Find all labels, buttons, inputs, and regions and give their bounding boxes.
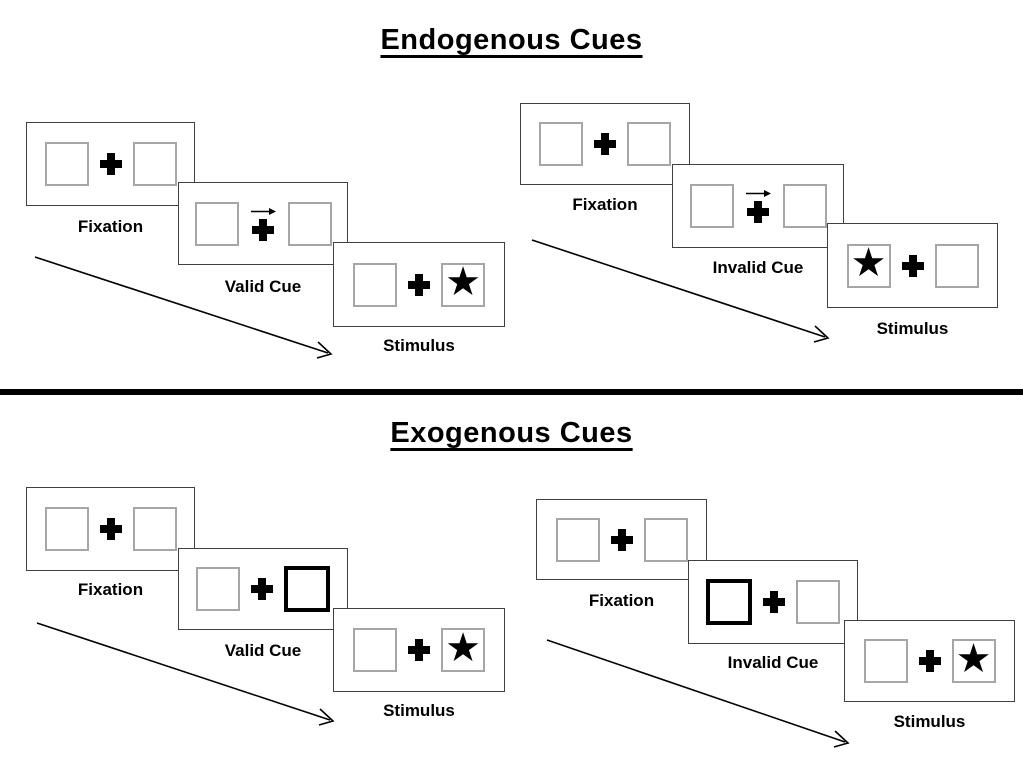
panel-stimulus: ★ bbox=[844, 620, 1015, 702]
fixation-cross-icon bbox=[251, 578, 273, 600]
star-icon: ★ bbox=[955, 635, 992, 682]
frame-label: Invalid Cue bbox=[712, 258, 804, 277]
placeholder-box-right: ★ bbox=[441, 628, 485, 672]
placeholder-box-right: ★ bbox=[951, 635, 996, 683]
fixation-cross-icon bbox=[99, 518, 122, 540]
panel-invalid-cue bbox=[672, 164, 844, 248]
section-title-exogenous: Exogenous Cues bbox=[390, 417, 633, 449]
panel-stimulus: ★ bbox=[333, 608, 505, 692]
placeholder-box-left bbox=[196, 567, 240, 611]
panel-stimulus: ★ bbox=[827, 223, 998, 308]
placeholder-box-left bbox=[353, 262, 397, 307]
placeholder-box-right bbox=[627, 122, 671, 166]
section-title-endogenous: Endogenous Cues bbox=[380, 24, 643, 56]
cue-arrow-icon bbox=[745, 190, 771, 197]
placeholder-box-left bbox=[863, 639, 908, 683]
fixation-cross-icon bbox=[610, 528, 633, 551]
placeholder-box-right bbox=[782, 184, 827, 228]
placeholder-box-left bbox=[44, 507, 89, 551]
panel-valid-cue bbox=[178, 548, 348, 630]
placeholder-box-right bbox=[132, 507, 177, 551]
timeline-arrow bbox=[546, 639, 850, 748]
placeholder-box-left bbox=[194, 201, 239, 246]
frame-label: Fixation bbox=[77, 217, 144, 236]
placeholder-box-left: ★ bbox=[846, 240, 891, 288]
placeholder-box-left bbox=[555, 517, 600, 562]
placeholder-box-right bbox=[796, 580, 840, 624]
placeholder-box-left bbox=[44, 142, 89, 186]
star-icon: ★ bbox=[445, 259, 481, 305]
placeholder-box-right bbox=[934, 243, 979, 288]
placeholder-box-right bbox=[643, 517, 688, 562]
frame-label: Stimulus bbox=[383, 336, 455, 355]
placeholder-box-left bbox=[539, 122, 583, 166]
fixation-cross-icon bbox=[747, 201, 769, 223]
star-icon: ★ bbox=[445, 624, 481, 671]
timeline-arrow bbox=[36, 622, 335, 726]
central-cue bbox=[745, 189, 772, 223]
frame-label: Stimulus bbox=[876, 319, 949, 338]
frame-label: Fixation bbox=[572, 195, 638, 214]
frame-label: Stimulus bbox=[893, 712, 966, 731]
cue-box-right bbox=[284, 566, 330, 612]
fixation-cross-icon bbox=[99, 153, 122, 175]
placeholder-box-left bbox=[353, 628, 397, 672]
frame-label: Valid Cue bbox=[224, 277, 302, 296]
panel-fixation bbox=[520, 103, 690, 185]
cue-arrow-icon bbox=[250, 207, 276, 215]
placeholder-box-right bbox=[132, 142, 177, 186]
panel-invalid-cue bbox=[688, 560, 858, 644]
frame-label: Valid Cue bbox=[224, 641, 302, 660]
fixation-cross-icon bbox=[252, 218, 274, 241]
placeholder-box-right bbox=[287, 201, 332, 246]
placeholder-box-left bbox=[689, 184, 734, 228]
star-icon: ★ bbox=[850, 240, 887, 286]
fixation-cross-icon bbox=[594, 133, 616, 155]
fixation-cross-icon bbox=[408, 273, 430, 296]
fixation-cross-icon bbox=[918, 650, 941, 672]
panel-stimulus: ★ bbox=[333, 242, 505, 327]
frame-label: Fixation bbox=[588, 591, 655, 610]
frame-label: Invalid Cue bbox=[727, 653, 819, 672]
fixation-cross-icon bbox=[763, 591, 785, 613]
frame-label: Stimulus bbox=[383, 701, 455, 720]
panel-fixation bbox=[536, 499, 707, 580]
central-cue bbox=[250, 207, 277, 241]
panel-fixation bbox=[26, 487, 195, 571]
fixation-cross-icon bbox=[408, 639, 430, 661]
timeline-arrow bbox=[34, 256, 333, 359]
cue-box-left bbox=[706, 579, 752, 625]
fixation-cross-icon bbox=[901, 254, 924, 277]
timeline-arrow bbox=[531, 239, 830, 343]
panel-valid-cue bbox=[178, 182, 348, 265]
section-divider bbox=[0, 389, 1023, 395]
frame-label: Fixation bbox=[77, 580, 144, 599]
panel-fixation bbox=[26, 122, 195, 206]
placeholder-box-right: ★ bbox=[441, 259, 485, 307]
